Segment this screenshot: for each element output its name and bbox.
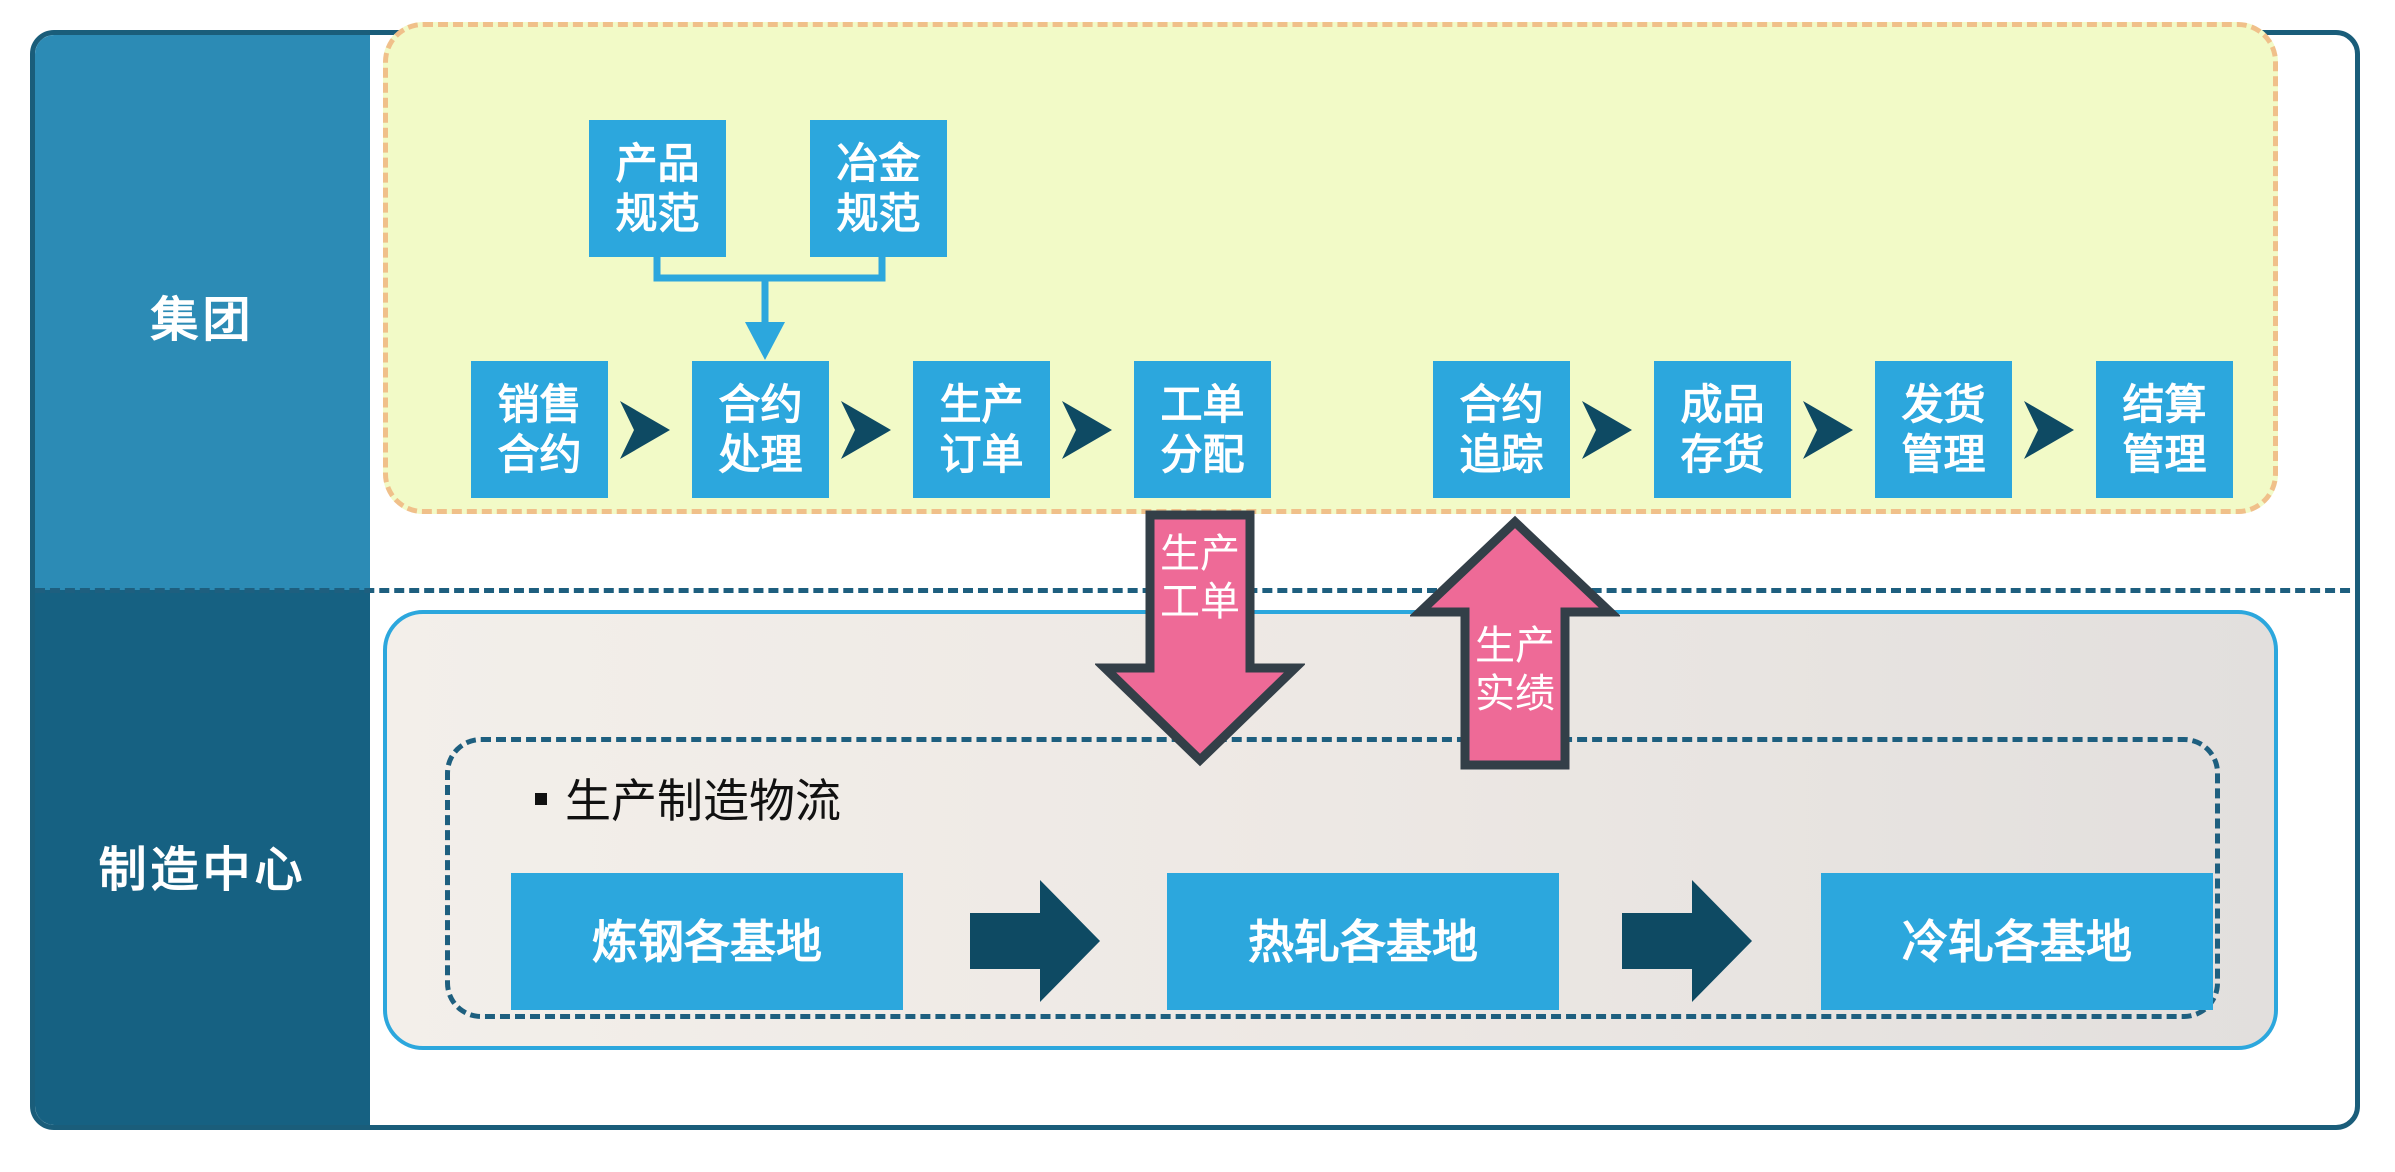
flow-box-sales-contract: 销售 合约: [471, 361, 608, 498]
product-spec-box: 产品 规范: [589, 120, 726, 257]
lane-group: 集团: [35, 35, 370, 590]
arrow-up-icon: [1410, 515, 1620, 770]
chevron-right-icon: [841, 401, 891, 459]
logistics-title: 生产制造物流: [535, 765, 841, 831]
chevron-right-icon: [2024, 401, 2074, 459]
lane-group-label: 集团: [150, 292, 255, 348]
chevron-right-icon: [620, 401, 670, 459]
chevron-right-icon: [1062, 401, 1112, 459]
lane-manufacturing-label: 制造中心: [98, 842, 307, 898]
flow-box-finished-inventory: 成品 存货: [1654, 361, 1791, 498]
flow-box-production-order: 生产 订单: [913, 361, 1050, 498]
step-box-cold-rolling: 冷轧各基地: [1821, 873, 2213, 1010]
flow-box-work-order-dispatch: 工单 分配: [1134, 361, 1271, 498]
production-results-label: 生产 实绩: [1475, 623, 1555, 717]
logistics-zone: [445, 737, 2220, 1019]
bullet-icon: [535, 792, 547, 805]
step-box-hot-rolling: 热轧各基地: [1167, 873, 1559, 1010]
lane-manufacturing: 制造中心: [35, 590, 370, 1125]
arrow-down-icon: [1095, 510, 1305, 767]
arrow-right-icon: [970, 880, 1100, 1002]
production-work-order-label: 生产 工单: [1160, 531, 1240, 625]
logistics-title-text: 生产制造物流: [565, 774, 841, 828]
chevron-right-icon: [1803, 401, 1853, 459]
metallurgy-spec-box: 冶金 规范: [810, 120, 947, 257]
step-box-steelmaking: 炼钢各基地: [511, 873, 903, 1010]
flow-box-shipping-management: 发货 管理: [1875, 361, 2012, 498]
flow-box-settlement-management: 结算 管理: [2096, 361, 2233, 498]
chevron-right-icon: [1582, 401, 1632, 459]
flow-box-contract-processing: 合约 处理: [692, 361, 829, 498]
arrow-right-icon: [1622, 880, 1752, 1002]
flow-box-contract-tracking: 合约 追踪: [1433, 361, 1570, 498]
